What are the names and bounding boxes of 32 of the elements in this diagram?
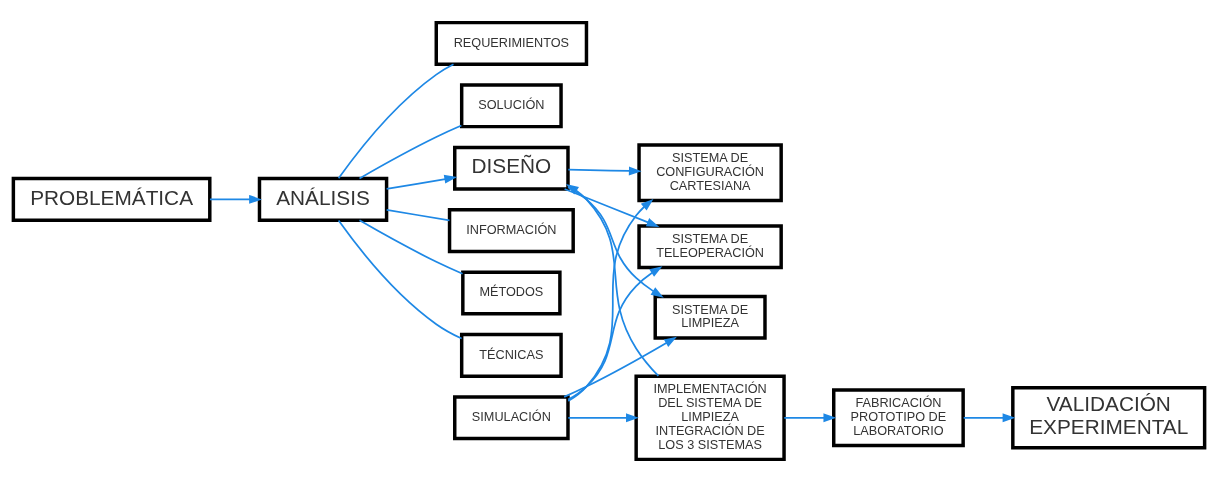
node-box: VALIDACIÓN EXPERIMENTAL [1011, 386, 1207, 450]
node-box: ANÁLISIS [257, 176, 389, 222]
node-box: MÉTODOS [461, 270, 562, 316]
arrow [567, 186, 664, 298]
node-box: TÉCNICAS [459, 332, 563, 378]
node-box: SISTEMA DE CONFIGURACIÓN CARTESIANA [637, 143, 783, 203]
connector [358, 219, 464, 275]
arrow [567, 266, 663, 401]
arrow [567, 166, 642, 176]
node-box: SISTEMA DE LIMPIEZA [653, 294, 767, 340]
arrow [563, 336, 677, 398]
arrow [567, 198, 654, 402]
node-box: IMPLEMENTACIÓN DEL SISTEMA DE LIMPIEZA INTEGRACIÓN DE LOS 3 SISTEMAS [634, 374, 786, 462]
node-box: REQUERIMIENTOS [434, 20, 589, 66]
node-box: DISEÑO [453, 145, 570, 191]
arrow [563, 188, 660, 227]
arrow [962, 413, 1016, 423]
node-box: FABRICACIÓN PROTOTIPO DE LABORATORIO [832, 388, 965, 448]
node-box: SOLUCIÓN [459, 83, 563, 129]
arrow [209, 194, 262, 204]
arrow [565, 183, 660, 377]
arrow [567, 413, 639, 423]
connector [358, 124, 463, 180]
node-box: SISTEMA DE TELEOPERACIÓN [637, 224, 783, 270]
node-box: INFORMACIÓN [447, 208, 575, 254]
connector [385, 209, 451, 222]
connector [337, 63, 455, 180]
arrow [385, 174, 458, 190]
connector [337, 219, 463, 340]
node-box: SIMULACIÓN [453, 395, 570, 441]
arrow [783, 413, 837, 423]
node-box: PROBLEMÁTICA [11, 176, 212, 222]
